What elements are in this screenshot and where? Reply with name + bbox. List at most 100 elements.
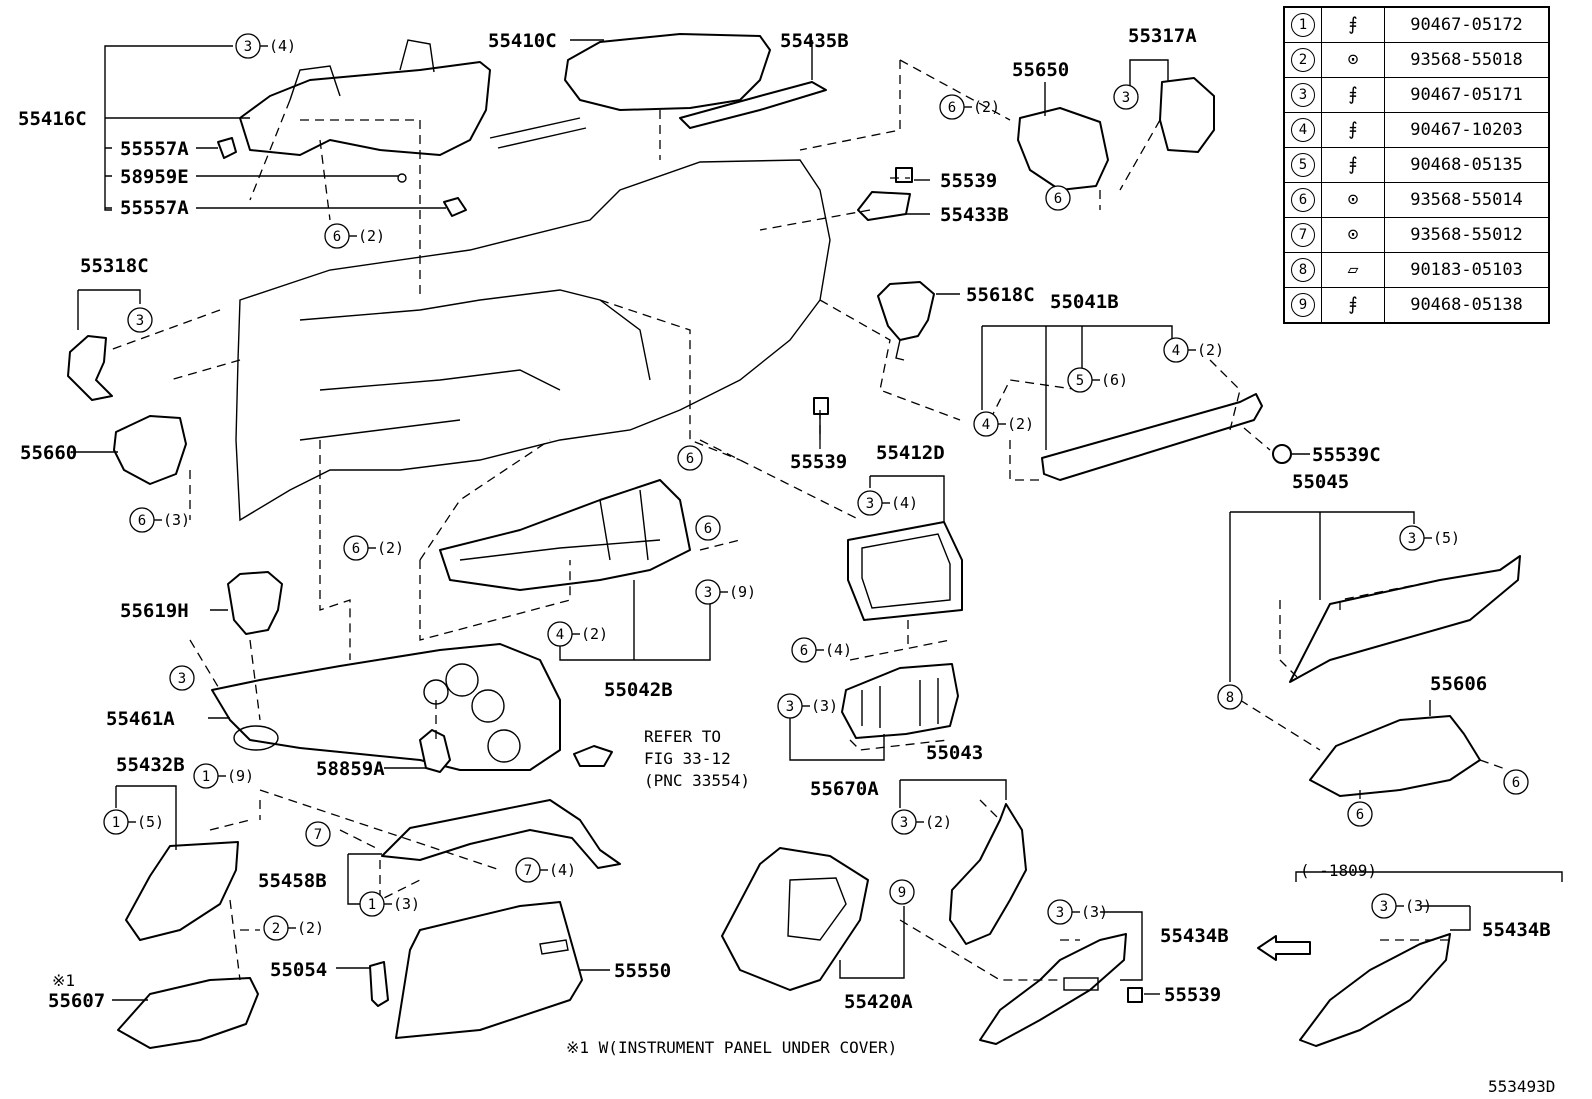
callout-number: 3	[178, 671, 186, 687]
legend-part-number: 90183-05103	[1384, 252, 1550, 288]
callout-quantity: (2)	[377, 539, 404, 557]
legend-number-circle: 6	[1291, 188, 1315, 212]
callout-c01: 3(4)	[235, 33, 296, 59]
callout-c32: 3(3)	[1047, 899, 1108, 925]
notes: REFER TO FIG 33-12 (PNC 33554) ( -1809) …	[52, 727, 1555, 1096]
legend-icon-cell: ⊙	[1321, 182, 1385, 218]
part-label-55054: 55054	[270, 959, 327, 981]
part-label-58959E: 58959E	[120, 166, 189, 188]
screw-icon: ⊙	[1347, 189, 1359, 210]
callout-quantity: (3)	[1081, 903, 1108, 921]
legend-icon-cell: ⨎	[1321, 287, 1385, 324]
callout-quantity: (9)	[227, 767, 254, 785]
callout-circle	[1113, 84, 1139, 110]
callout-c27: 3(2)	[891, 809, 952, 835]
legend-number: 8	[1283, 252, 1322, 288]
callout-c06: 3	[127, 307, 153, 333]
part-label-55539-2: 55539	[790, 451, 847, 473]
clip-icon: ⨎	[1348, 14, 1358, 35]
callout-number: 6	[800, 643, 808, 659]
callout-number: 3	[900, 815, 908, 831]
callout-quantity: (5)	[1433, 529, 1460, 547]
drawing-55412D-inner	[861, 533, 951, 609]
legend-part-number: 90468-05135	[1384, 147, 1550, 183]
legend-row: 3⨎90467-05171	[1283, 77, 1550, 113]
drawing-55416C-bracket	[289, 39, 435, 101]
refer-note-line-1: REFER TO	[644, 727, 721, 746]
part-label-55416C: 55416C	[18, 108, 87, 130]
drawing-55042B-detail	[459, 489, 661, 561]
legend-icon-cell: ⨎	[1321, 147, 1385, 183]
legend-number: 6	[1283, 182, 1322, 218]
drawing-55461A	[211, 643, 561, 771]
part-label-55317A: 55317A	[1128, 25, 1197, 47]
clip-icon: ⨎	[1348, 154, 1358, 175]
part-label-55458B: 55458B	[258, 870, 327, 892]
part-label-55539C: 55539C	[1312, 444, 1381, 466]
callout-number: 3	[1122, 90, 1130, 106]
callout-c33: 3(3)	[1371, 893, 1432, 919]
drawing-55618C-stem	[895, 339, 905, 361]
drawing-58959E	[397, 173, 407, 183]
callout-c21: 8	[1217, 684, 1243, 710]
legend-number-circle: 2	[1291, 48, 1315, 72]
clip-icon: ⨎	[1348, 84, 1358, 105]
callout-c17: 3(5)	[1399, 525, 1460, 551]
legend-icon-cell: ⊙	[1321, 217, 1385, 253]
part-label-55410C: 55410C	[488, 30, 557, 52]
drawing-55539C	[1272, 444, 1292, 464]
legend-icon-cell: ▱	[1321, 252, 1385, 288]
callout-number: 6	[1356, 807, 1364, 823]
callout-quantity: (4)	[269, 37, 296, 55]
part-label-55318C: 55318C	[80, 255, 149, 277]
drawing-55539-2	[813, 397, 829, 415]
part-label-55412D: 55412D	[876, 442, 945, 464]
callout-c20: 3(3)	[777, 693, 838, 719]
drawing-instrument-panel	[235, 159, 831, 522]
part-label-55432B: 55432B	[116, 754, 185, 776]
drawing-55650	[1017, 107, 1109, 191]
callout-c15: 3(9)	[695, 579, 756, 605]
legend-row: 8▱90183-05103	[1283, 252, 1550, 288]
leader-lines	[72, 39, 1563, 1001]
callout-number: 6	[1512, 775, 1520, 791]
callout-c24: 6	[1347, 801, 1373, 827]
callout-quantity: (3)	[1405, 897, 1432, 915]
legend-part-number: 90467-05171	[1384, 77, 1550, 113]
part-label-55650: 55650	[1012, 59, 1069, 81]
drawing-55557A-1	[217, 137, 237, 159]
legend-number-circle: 4	[1291, 118, 1315, 142]
drawing-55043	[949, 803, 1027, 945]
legend-number: 5	[1283, 147, 1322, 183]
drawing-55557A-2	[443, 197, 467, 217]
callout-number: 3	[136, 313, 144, 329]
callout-circle	[1045, 185, 1071, 211]
drawing-55607	[117, 977, 259, 1049]
legend-number-circle: 9	[1291, 293, 1315, 317]
date-range-note: ( -1809)	[1300, 861, 1377, 880]
callout-c07: 5(6)	[1067, 367, 1128, 393]
legend-number: 9	[1283, 287, 1322, 324]
callout-c31: 9	[889, 879, 915, 905]
legend-row: 7⊙93568-55012	[1283, 217, 1550, 253]
legend-number-circle: 5	[1291, 153, 1315, 177]
callout-circle	[127, 307, 153, 333]
legend-number: 4	[1283, 112, 1322, 148]
legend-row: 6⊙93568-55014	[1283, 182, 1550, 218]
callout-quantity: (5)	[137, 813, 164, 831]
drawing-55042B	[439, 479, 691, 591]
callout-quantity: (3)	[393, 895, 420, 913]
callout-circle	[889, 879, 915, 905]
callout-number: 6	[704, 521, 712, 537]
part-label-55539-3: 55539	[1164, 984, 1221, 1006]
callout-circle	[169, 665, 195, 691]
drawing-55458B	[381, 799, 621, 869]
clip-icon: ⨎	[1348, 119, 1358, 140]
callout-c26: 7	[305, 821, 331, 847]
callout-circle	[1347, 801, 1373, 827]
callout-circle	[1217, 684, 1243, 710]
callout-c18: 3	[169, 665, 195, 691]
arrow-left-icon	[1257, 935, 1311, 961]
footnote-marker: ※1	[52, 971, 75, 990]
